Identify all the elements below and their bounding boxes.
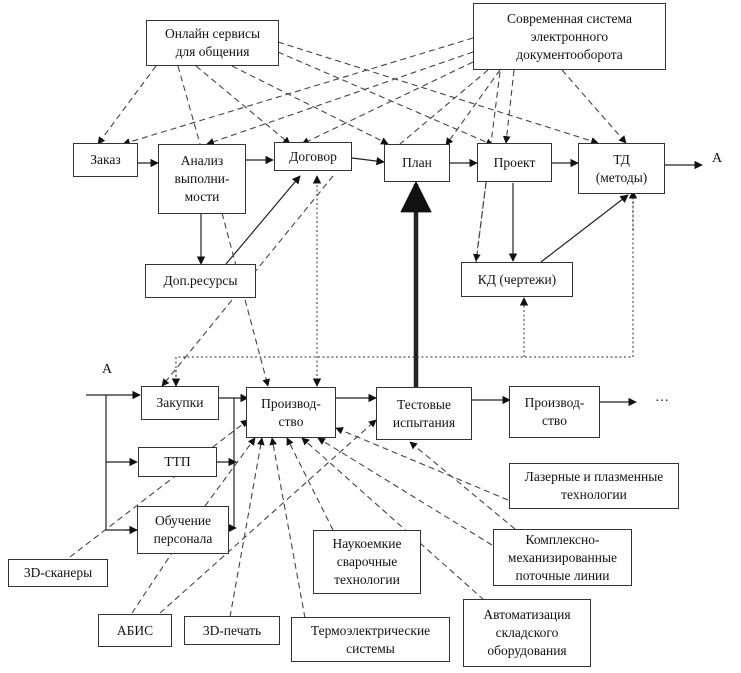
edge-online-analysis [177, 65, 201, 145]
edge-analysis-production [221, 212, 270, 387]
node-production-2: Производ- ство [509, 386, 600, 438]
node-tests: Тестовые испытания [376, 387, 472, 440]
edge-laser-production [335, 427, 509, 501]
edge-flowlines-tests [409, 441, 516, 530]
node-thermoelectric: Термоэлектрические системы [291, 617, 450, 662]
edge-online-order [97, 65, 157, 145]
label-a-out: А [712, 151, 723, 166]
node-extra-resources: Доп.ресурсы [145, 264, 256, 298]
node-contract: Договор [274, 142, 352, 171]
edge-scanners-production [69, 419, 249, 558]
edge-edms-analysis [206, 51, 474, 146]
edge-project-kd-dashed [473, 182, 487, 262]
node-online-services: Онлайн сервисы для общения [146, 20, 279, 66]
edge-contract-plan [351, 156, 385, 166]
node-welding-tech: Наукоемкие сварочные технологии [313, 530, 421, 594]
node-ttp: ТТП [138, 447, 217, 477]
edge-print3d-production [229, 437, 265, 618]
node-3d-printing: 3D-печать [184, 616, 280, 645]
node-staff-training: Обучение персонала [137, 506, 229, 554]
edge-flowlines-production [317, 437, 493, 546]
edge-online-td [277, 41, 599, 145]
node-abis: АБИС [98, 614, 172, 647]
node-warehouse-automation: Автоматизация складского оборудования [463, 599, 591, 667]
node-plan: План [384, 144, 450, 182]
node-edms: Современная система электронного докумен… [473, 3, 666, 70]
node-order: Заказ [73, 143, 138, 177]
edge-thermo-production [269, 437, 306, 619]
edge-edms-plan-a [399, 69, 489, 145]
edge-edms-project [502, 69, 515, 144]
node-laser-plasma: Лазерные и плазменные технологии [509, 463, 679, 509]
node-kd-drawings: КД (чертежи) [461, 262, 573, 297]
edge-warehouse-production [301, 437, 485, 601]
edge-online-contract [195, 65, 291, 145]
edge-welding-production [286, 437, 334, 531]
node-purchases: Закупки [141, 386, 219, 420]
label-a-in: А [102, 362, 113, 377]
edge-extra-contract [225, 175, 301, 265]
edge-abis-tests [159, 419, 377, 614]
edge-edms-order [122, 37, 474, 146]
edge-online-project [277, 51, 494, 146]
label-ellipsis: … [655, 390, 669, 405]
edge-training-production-dashed [204, 437, 256, 507]
node-production-1: Производ- ство [246, 387, 336, 438]
node-td-methods: ТД (методы) [578, 143, 665, 194]
node-feasibility-analysis: Анализ выполни- мости [158, 144, 246, 214]
edge-edms-plan-b [445, 69, 501, 146]
edge-kd-td [540, 194, 629, 263]
node-flow-lines: Комплексно- механизированные поточные ли… [493, 529, 632, 586]
edge-edms-contract [301, 61, 474, 145]
edge-edms-td [561, 69, 627, 144]
edge-online-plan [231, 65, 389, 145]
node-project: Проект [477, 143, 552, 182]
edge-abis-training [131, 552, 173, 614]
node-3d-scanners: 3D-сканеры [8, 559, 108, 587]
